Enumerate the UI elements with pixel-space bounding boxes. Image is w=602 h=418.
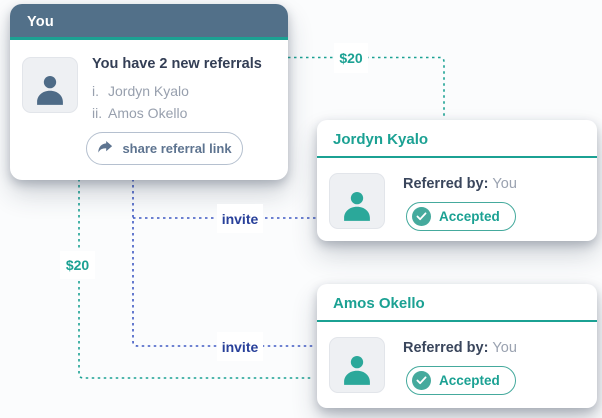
invite-label-bottom: invite: [217, 332, 263, 361]
status-label: Accepted: [439, 209, 500, 224]
status-badge-accepted: Accepted: [406, 366, 516, 395]
reward-label-left: $20: [60, 251, 95, 279]
referral-list-name: Amos Okello: [108, 104, 188, 121]
referral-list-index: ii.: [92, 104, 103, 121]
user-icon: [32, 72, 68, 112]
referral-avatar: [329, 337, 385, 393]
referral-card-title: Jordyn Kyalo: [317, 120, 597, 158]
referred-by-label: Referred by:: [403, 340, 489, 356]
referral-list-index: i.: [92, 83, 99, 99]
share-arrow-icon: [97, 140, 114, 157]
referral-card-title: Amos Okello: [317, 284, 597, 322]
user-icon: [339, 352, 375, 392]
referral-avatar: [329, 173, 385, 229]
referred-by-row: Referred by:You: [403, 340, 517, 356]
check-icon: [412, 371, 431, 390]
you-avatar: [22, 57, 78, 113]
referred-by-value: You: [492, 340, 517, 356]
referred-by-row: Referred by:You: [403, 176, 517, 192]
referred-by-value: You: [492, 176, 517, 192]
referral-list-item: i. Jordyn Kyalo: [92, 81, 189, 103]
reward-label-top: $20: [334, 43, 368, 73]
status-badge-accepted: Accepted: [406, 202, 516, 231]
share-referral-link-button[interactable]: share referral link: [86, 132, 243, 165]
status-label: Accepted: [439, 373, 500, 388]
referral-list-item: ii. Amos Okello: [92, 103, 189, 125]
you-card-header: You: [10, 4, 288, 40]
you-message: You have 2 new referrals: [92, 56, 262, 72]
check-icon: [412, 207, 431, 226]
referred-by-label: Referred by:: [403, 176, 489, 192]
referral-card-jordyn: Jordyn Kyalo Referred by:You Accepted: [317, 120, 597, 241]
invite-label-top: invite: [217, 204, 263, 233]
referral-list-name: Jordyn Kyalo: [108, 83, 189, 99]
user-icon: [339, 188, 375, 228]
reward-line-left: [78, 179, 313, 379]
referral-name-list: i. Jordyn Kyalo ii. Amos Okello: [92, 81, 189, 124]
referral-card-amos: Amos Okello Referred by:You Accepted: [317, 284, 597, 408]
you-card: You You have 2 new referrals i. Jordyn Ky…: [10, 4, 288, 180]
share-button-label: share referral link: [122, 141, 232, 156]
